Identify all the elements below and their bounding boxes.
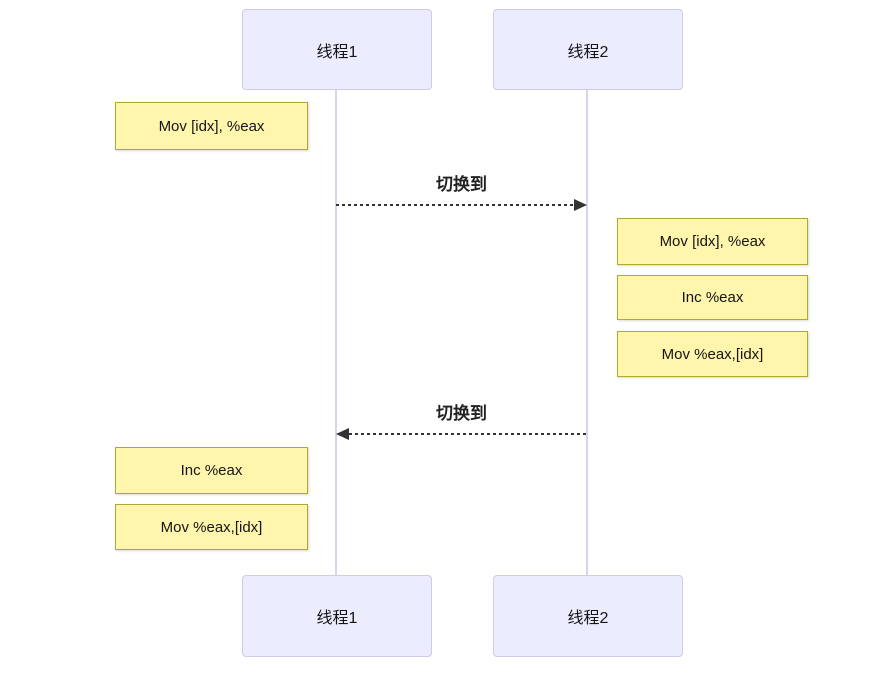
lifeline-thread1 — [335, 88, 337, 576]
actor-label-thread1-top: 线程1 — [316, 43, 358, 61]
actor-label-thread2-bottom: 线程2 — [567, 610, 609, 627]
note-text: Mov [idx], %eax — [659, 233, 766, 250]
actor-box-thread2-bottom: 线程2 — [493, 575, 683, 657]
actor-label-thread2-top: 线程2 — [567, 43, 609, 61]
note-thread1-mov-store: Mov %eax,[idx] — [115, 504, 308, 550]
arrow-right-dashed — [336, 199, 587, 211]
arrow-left-dashed — [336, 428, 587, 440]
message-switch-to-thread2: 切换到 — [336, 172, 587, 212]
note-text: Mov [idx], %eax — [158, 117, 265, 135]
arrowhead-right — [574, 199, 587, 211]
note-thread1-inc: Inc %eax — [115, 447, 308, 494]
note-thread2-inc: Inc %eax — [617, 275, 808, 320]
note-thread2-mov-load: Mov [idx], %eax — [617, 218, 808, 265]
actor-box-thread1-bottom: 线程1 — [242, 575, 432, 657]
note-text: Mov %eax,[idx] — [160, 518, 263, 536]
actor-label-thread1-bottom: 线程1 — [316, 610, 358, 627]
note-thread1-mov-load: Mov [idx], %eax — [115, 102, 308, 150]
actor-box-thread2-top: 线程2 — [493, 9, 683, 90]
note-text: Inc %eax — [180, 462, 243, 479]
arrowhead-left — [336, 428, 349, 440]
note-text: Inc %eax — [681, 289, 744, 306]
message-switch-to-thread1: 切换到 — [336, 401, 587, 441]
actor-box-thread1-top: 线程1 — [242, 9, 432, 90]
note-thread2-mov-store: Mov %eax,[idx] — [617, 331, 808, 377]
message-label: 切换到 — [436, 404, 487, 423]
message-label: 切换到 — [436, 175, 487, 194]
lifeline-thread2 — [586, 88, 588, 576]
note-text: Mov %eax,[idx] — [661, 345, 764, 363]
